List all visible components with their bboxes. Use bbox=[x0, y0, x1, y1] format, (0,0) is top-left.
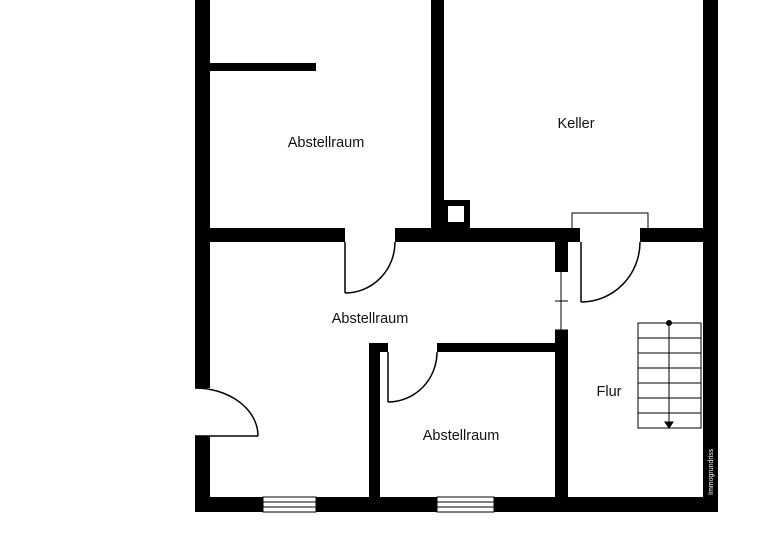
wall-partial bbox=[210, 63, 316, 71]
door-keller[interactable] bbox=[571, 212, 649, 303]
wall-middle-3 bbox=[640, 228, 703, 242]
door-entrance[interactable] bbox=[194, 387, 259, 437]
credit-label: Immogrundriss bbox=[708, 448, 715, 495]
wall-bottom-1 bbox=[195, 497, 263, 512]
wall-inner-top-2 bbox=[437, 343, 555, 352]
stairs bbox=[637, 320, 702, 429]
window-1 bbox=[262, 496, 317, 513]
wall-middle-2 bbox=[395, 228, 580, 242]
walls bbox=[195, 0, 718, 512]
wall-left-upper bbox=[195, 0, 210, 388]
wall-middle-1 bbox=[210, 228, 345, 242]
wall-divider-top bbox=[431, 0, 444, 242]
wall-bottom-2 bbox=[316, 497, 437, 512]
wall-flur-lower bbox=[555, 330, 568, 497]
door-abstellraum-3[interactable] bbox=[387, 351, 438, 403]
windows bbox=[262, 496, 495, 513]
stair-arrow-icon bbox=[664, 421, 674, 429]
room-label-abstellraum-2: Abstellraum bbox=[332, 311, 409, 327]
open-passage bbox=[555, 272, 568, 331]
window-2 bbox=[436, 496, 495, 513]
wall-bottom-3 bbox=[494, 497, 718, 512]
room-label-abstellraum-3: Abstellraum bbox=[423, 428, 500, 444]
wall-flur-upper bbox=[555, 242, 568, 272]
room-label-abstellraum-1: Abstellraum bbox=[288, 135, 365, 151]
door-abstellraum-1[interactable] bbox=[344, 241, 396, 294]
room-label-flur: Flur bbox=[597, 384, 622, 400]
chimney-flue bbox=[448, 206, 464, 222]
stair-start-dot bbox=[666, 320, 672, 326]
wall-inner-top-1 bbox=[369, 343, 388, 352]
doors bbox=[194, 212, 649, 437]
room-label-keller: Keller bbox=[557, 116, 594, 132]
wall-inner-left bbox=[369, 343, 380, 497]
wall-right bbox=[703, 0, 718, 512]
wall-left-lower bbox=[195, 436, 210, 512]
